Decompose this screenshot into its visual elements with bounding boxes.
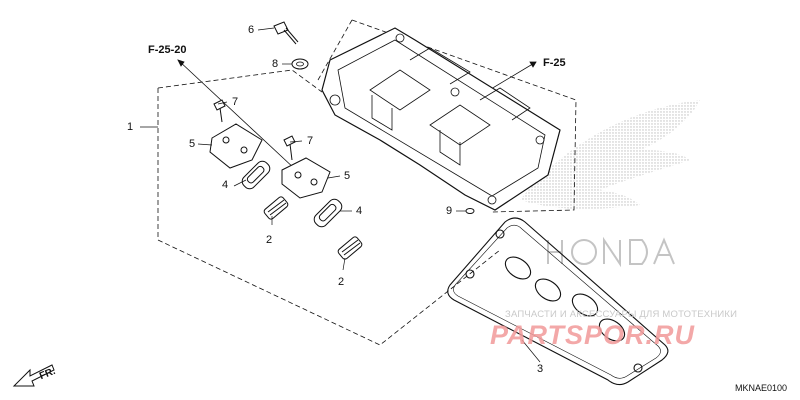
washer-8 — [291, 58, 309, 70]
cylinder-head-cover — [321, 27, 561, 211]
callout-2a: 2 — [266, 234, 273, 246]
breather-cover-5b — [281, 157, 331, 199]
plug-2b — [337, 236, 363, 260]
plug-2a — [263, 196, 289, 220]
callout-5a: 5 — [189, 138, 196, 150]
callout-2b: 2 — [338, 276, 345, 288]
leader-lines — [197, 27, 541, 363]
breather-cover-5a — [209, 123, 263, 169]
callout-5b: 5 — [344, 170, 351, 182]
bolt-6 — [273, 21, 299, 45]
callout-4b: 4 — [356, 205, 363, 217]
watermark-caption: ЗАПЧАСТИ И АКСЕССУАРЫ ДЛЯ МОТОТЕХНИКИ — [505, 309, 738, 320]
o-ring-9 — [465, 208, 475, 214]
watermark-logo: PARTSPOR.RU — [490, 320, 696, 350]
callout-8: 8 — [272, 58, 279, 70]
callout-3: 3 — [537, 363, 544, 375]
f25-20-arrow — [177, 59, 297, 171]
honda-brand-mark — [547, 236, 675, 268]
reference-f25[interactable]: F-25 — [543, 57, 566, 69]
bolt-7a — [213, 99, 226, 123]
head-cover-gasket — [447, 217, 669, 386]
assembly-boundary — [157, 19, 577, 346]
seal-4b — [313, 198, 343, 228]
callout-6: 6 — [248, 24, 255, 36]
seal-4a — [241, 160, 271, 190]
callout-4a: 4 — [222, 179, 229, 191]
reference-f25-20[interactable]: F-25-20 — [148, 44, 187, 56]
bolt-7b — [283, 135, 296, 161]
callout-9: 9 — [446, 205, 453, 217]
front-arrow — [12, 364, 55, 387]
callout-7a: 7 — [232, 96, 239, 108]
callout-7b: 7 — [307, 135, 314, 147]
honda-wing-watermark — [520, 100, 700, 209]
diagram-code: MKNAE0100 — [735, 383, 788, 393]
callout-1: 1 — [127, 121, 134, 133]
